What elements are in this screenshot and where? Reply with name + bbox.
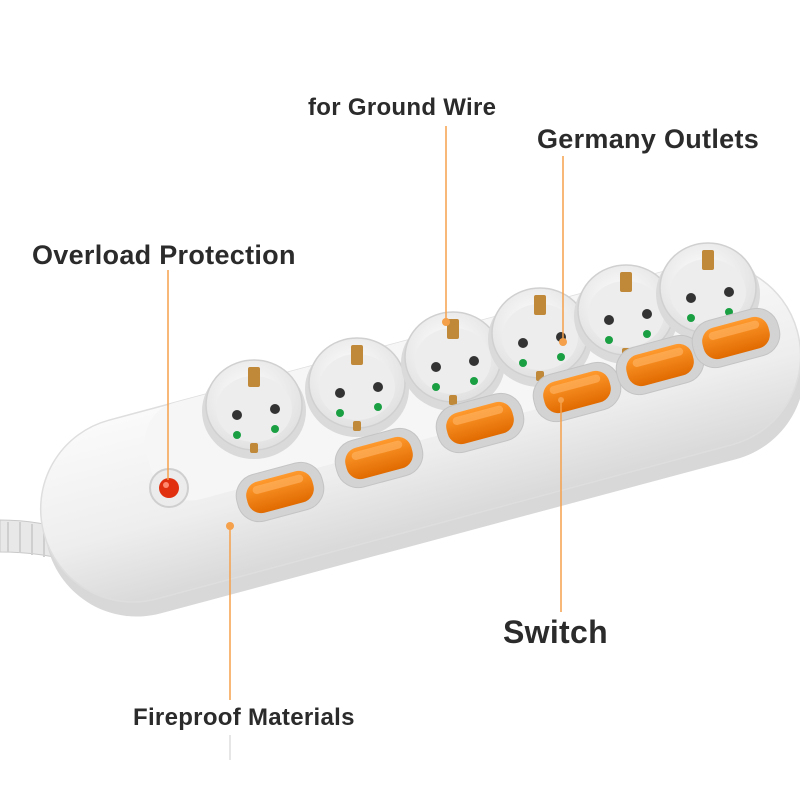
outlet-switch[interactable] xyxy=(231,457,328,526)
label-ground-wire: for Ground Wire xyxy=(308,94,497,121)
german-outlet xyxy=(202,359,306,459)
outlet-modules xyxy=(202,242,784,526)
ground-contact xyxy=(351,345,363,365)
ground-contact xyxy=(620,272,632,292)
outlet-switch[interactable] xyxy=(431,388,528,457)
outlet-switch[interactable] xyxy=(528,357,625,426)
label-switch: Switch xyxy=(503,614,608,650)
callout-lines xyxy=(167,126,564,760)
label-germany-outlets: Germany Outlets xyxy=(537,124,760,154)
outlet-switch[interactable] xyxy=(330,423,427,492)
ground-contact xyxy=(534,295,546,315)
ground-contact xyxy=(447,319,459,339)
outlet-switch[interactable] xyxy=(687,303,784,372)
german-outlet xyxy=(488,287,592,387)
outlet-switch[interactable] xyxy=(611,330,708,399)
german-outlet xyxy=(305,337,409,437)
label-overload-protection: Overload Protection xyxy=(32,240,296,270)
label-fireproof-materials: Fireproof Materials xyxy=(133,704,355,731)
german-outlet xyxy=(574,264,678,364)
callout-dots xyxy=(226,318,567,530)
overload-indicator xyxy=(149,468,189,508)
ground-contact xyxy=(702,250,714,270)
german-outlet xyxy=(401,311,505,411)
ground-contact xyxy=(248,367,260,387)
